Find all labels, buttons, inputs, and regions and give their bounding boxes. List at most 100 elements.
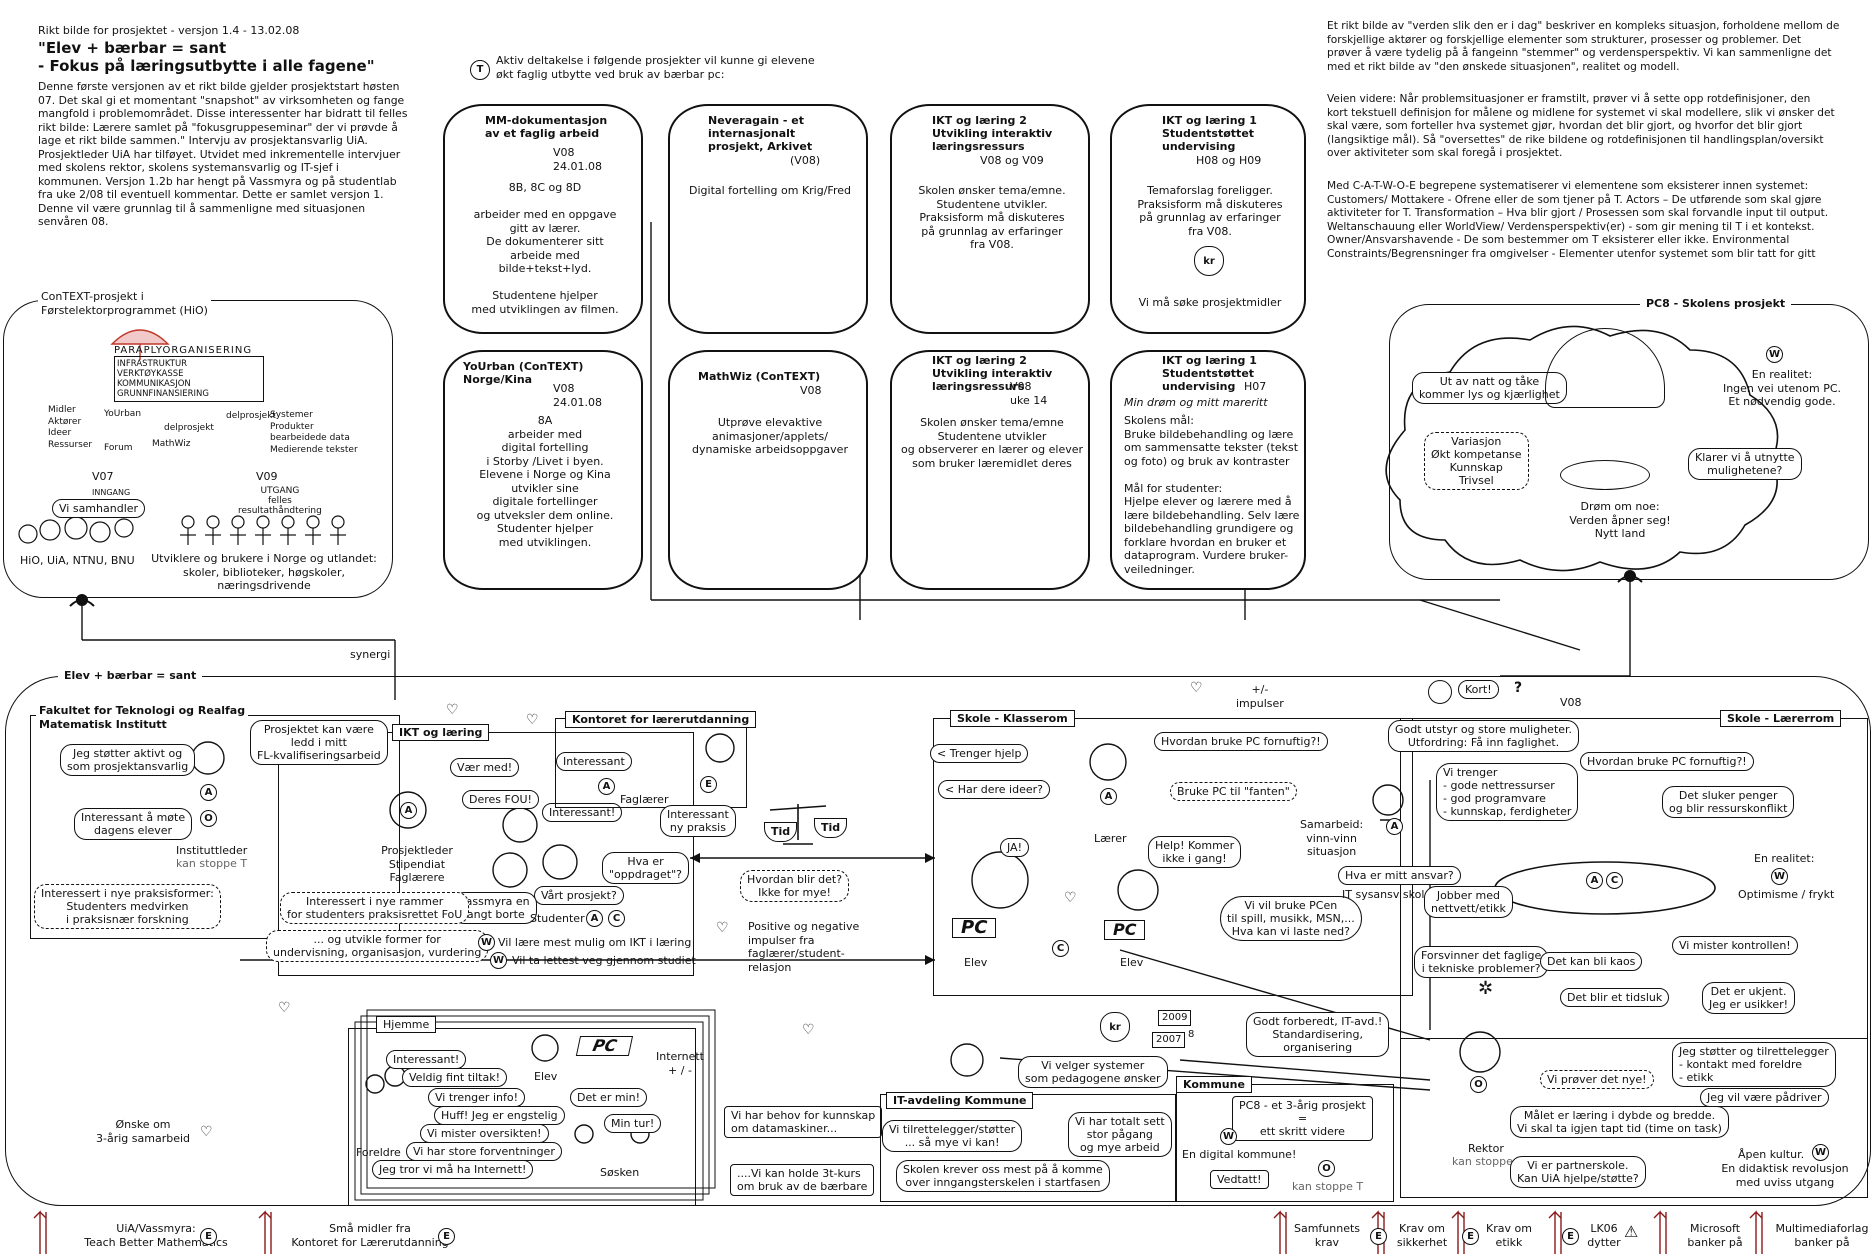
heart-icon: ♡ <box>446 702 459 718</box>
project-title: IKT og læring 2 Utvikling interaktiv lær… <box>932 114 1053 153</box>
speech-bubble: Vi trenger - gode nettressurser - god pr… <box>1436 763 1579 821</box>
owner-marker: O <box>200 810 217 827</box>
money-bag-icon: kr <box>1100 1012 1130 1042</box>
speech-bubble: Jeg støtter og tilrettelegger - kontakt … <box>1672 1042 1836 1087</box>
thought-bubble: Ut av natt og tåke kommer lys og kjærlig… <box>1412 372 1567 404</box>
flow-label: MathWiz <box>152 439 191 449</box>
footer-item: Krav om etikk <box>1486 1222 1532 1249</box>
speech-bubble: Skolen krever oss mest på å komme over i… <box>896 1160 1110 1192</box>
environment-marker: E <box>200 1228 217 1245</box>
catwoe-p2: Veien videre: Når problemsituasjoner er … <box>1327 93 1835 159</box>
speech-bubble: Vi har behov for kunnskap om datamaskine… <box>724 1106 883 1138</box>
pc8-panel <box>1389 304 1869 580</box>
pc8-realitet: En realitet: Ingen vei utenom PC. Et nød… <box>1722 368 1842 408</box>
project-card-ikt2-v08-v09[interactable]: IKT og læring 2 Utvikling interaktiv lær… <box>890 104 1090 334</box>
scale-pan-right: Tid <box>814 818 848 838</box>
project-title: IKT og læring 1 Studentstøttet undervisi… <box>1162 114 1257 153</box>
project-title: MathWiz (ConTEXT) <box>698 370 821 383</box>
ikt-laere: Vil lære mest mulig om IKT i læring <box>498 936 692 949</box>
project-title: MM-dokumentasjon av et faglig arbeid <box>485 114 608 140</box>
speech-bubble: Prosjektet kan være ledd i mitt FL-kvali… <box>250 720 388 765</box>
speech-bubble: Hvordan bruke PC fornuftig?! <box>1154 732 1328 751</box>
context-inngang: INNGANG <box>92 488 131 497</box>
speech-bubble: Interessant å møte dagens elever <box>74 808 193 840</box>
intro-body: Denne første versjonen av et rikt bilde … <box>38 80 408 228</box>
kommune-box <box>1176 1084 1394 1202</box>
speech-bubble: Godt utstyr og store muligheter. Utfordr… <box>1388 720 1580 752</box>
main-frame <box>5 676 1871 1206</box>
environment-marker: E <box>1370 1228 1387 1245</box>
elev-label: Elev <box>964 956 988 969</box>
flow-label: Forum <box>104 443 133 453</box>
heart-icon: ♡ <box>1190 680 1203 696</box>
flow-label: YoUrban <box>104 409 142 419</box>
gear-icon: ✲ <box>1478 978 1494 999</box>
speech-bubble: Jobber med nettvett/etikk <box>1424 886 1513 918</box>
project-card-mathwiz[interactable]: MathWiz (ConTEXT) V08 Utprøve elevaktive… <box>668 350 868 590</box>
fakultet-label: Fakultet for Teknologi og Realfag Matema… <box>36 704 249 731</box>
rektor-role: Rektor <box>1468 1142 1504 1155</box>
flow-label: delprosjekt <box>164 423 214 433</box>
catwoe-p3: Med C-A-T-W-O-E begrepene systematiserer… <box>1327 180 1829 260</box>
context-v09: V09 <box>256 470 278 483</box>
klasserom-label: Skole - Klasserom <box>950 710 1075 727</box>
project-card-ikt1-h07[interactable]: IKT og læring 1 Studentstøttet undervisi… <box>1110 350 1306 590</box>
worldview-marker: W <box>1766 346 1783 363</box>
thought-bubble: Hvordan blir det? Ikke for mye! <box>740 870 850 902</box>
project-card-yourban[interactable]: YoUrban (ConTEXT) Norge/Kina V08 24.01.0… <box>443 350 643 590</box>
island-icon <box>1560 460 1650 490</box>
environment-marker: E <box>700 776 717 793</box>
context-inputs: Midler Aktører Ideer Ressurser <box>48 405 93 450</box>
project-card-mm-dokumentasjon[interactable]: MM-dokumentasjon av et faglig arbeid V08… <box>443 104 643 334</box>
calendar-2007: 2007 <box>1152 1032 1186 1048</box>
speech-bubble: Vi mister oversikten! <box>420 1124 549 1143</box>
speech-bubble: JA! <box>1000 838 1029 857</box>
customer-marker: C <box>1606 872 1623 889</box>
context-v07: V07 <box>92 470 114 483</box>
context-label: ConTEXT-prosjekt i Førstelektorprogramme… <box>38 290 211 317</box>
scale-impulser: Positive og negative impulser fra faglær… <box>748 920 860 974</box>
sosken-label: Søsken <box>600 1166 640 1179</box>
project-card-ikt1-h08-h09[interactable]: IKT og læring 1 Studentstøttet undervisi… <box>1110 104 1306 334</box>
footer-item: LK06 dytter <box>1587 1222 1621 1249</box>
speech-bubble: Jeg støtter aktivt og som prosjektansvar… <box>60 744 196 776</box>
infra-box: INFRASTRUKTUR VERKTØYKASSE KOMMUNIKASJON… <box>114 356 264 402</box>
speech-bubble: PC8 - et 3-årig prosjekt = ett skritt vi… <box>1232 1096 1373 1141</box>
synergi-label: synergi <box>350 648 391 661</box>
project-body: Temaforslag foreligger. Praksisform må d… <box>1137 184 1283 238</box>
project-title-line1: "Elev + bærbar = sant <box>38 39 227 57</box>
footer-item: Krav om sikkerhet <box>1396 1222 1448 1249</box>
speech-bubble: ....Vi kan holde 3t-kurs om bruk av de b… <box>730 1164 875 1196</box>
laptop-icon: PC <box>1104 920 1146 940</box>
speech-bubble: Help! Kommer ikke i gang! <box>1148 836 1242 868</box>
speech-bubble: Godt forberedt, IT-avd.! Standardisering… <box>1246 1012 1390 1057</box>
project-meta: (V08) <box>790 154 821 167</box>
project-meta: V08 <box>800 384 822 397</box>
speech-bubble: Veldig fint tiltak! <box>402 1068 507 1087</box>
project-meta: V08 uke 14 <box>1010 380 1048 407</box>
thought-bubble: Bruke PC til "fanten" <box>1170 782 1297 801</box>
foreldre-label: Foreldre <box>356 1146 401 1159</box>
worldview-marker: W <box>1220 1128 1237 1145</box>
elev-label: Elev <box>1120 956 1144 969</box>
version-line: Rikt bilde for prosjektet - versjon 1.4 … <box>38 24 300 37</box>
environment-marker: E <box>1562 1228 1579 1245</box>
speech-bubble: Hva er "oppdraget"? <box>602 852 689 884</box>
actor-marker: A <box>200 784 217 801</box>
project-card-neveragain[interactable]: Neveragain - et internasjonalt prosjekt,… <box>668 104 868 334</box>
worldview-marker: W <box>1812 1144 1829 1161</box>
speech-bubble: Jeg tror vi må ha Internett! <box>372 1160 534 1179</box>
onske-label: Ønske om 3-årig samarbeid <box>96 1118 191 1145</box>
fakultet-role-sub: kan stoppe T <box>176 857 248 870</box>
worldview-marker: W <box>1771 868 1788 885</box>
actor-marker: A <box>400 802 417 819</box>
project-body: 8B, 8C og 8D arbeider med en oppgave git… <box>471 181 619 316</box>
speech-bubble: Vi mister kontrollen! <box>1672 936 1798 955</box>
project-card-ikt2-uke14[interactable]: IKT og læring 2 Utvikling interaktiv lær… <box>890 350 1090 590</box>
short-bubble: Kort! <box>1458 680 1499 699</box>
kommune-stoppe: kan stoppe T <box>1292 1180 1364 1193</box>
customer-marker: C <box>1052 940 1069 957</box>
heart-icon: ♡ <box>526 712 539 728</box>
